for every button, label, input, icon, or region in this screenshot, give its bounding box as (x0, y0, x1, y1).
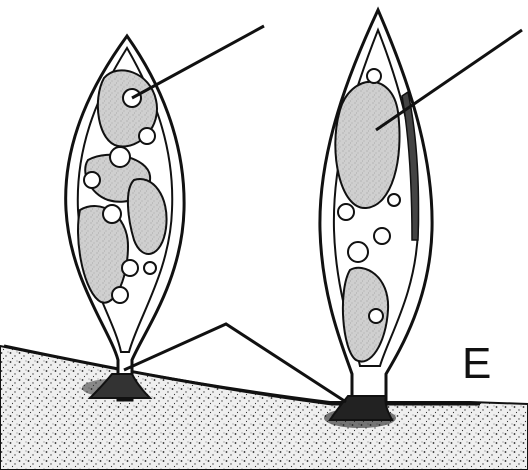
left-cell-vacuole (122, 260, 138, 276)
left-cell-vacuole (103, 205, 121, 223)
left-cell-vacuole (139, 128, 155, 144)
right-cell-vacuole (348, 242, 368, 262)
left-cell-vacuole (144, 262, 156, 274)
left-cell-vacuole (84, 172, 100, 188)
right-cell-vacuole (388, 194, 400, 206)
left-cell-vacuole (110, 147, 130, 167)
right-cell-holdfast (330, 396, 392, 420)
left-cell (66, 36, 184, 400)
right-cell (320, 10, 432, 420)
substrate-ground (0, 346, 528, 470)
right-cell-vacuole (367, 69, 381, 83)
leader-line-left-vacuole (132, 26, 264, 98)
panel-letter: E (462, 342, 491, 386)
right-cell-vacuole (338, 204, 354, 220)
left-cell-vacuole (112, 287, 128, 303)
right-cell-vacuole (374, 228, 390, 244)
right-cell-vacuole (369, 309, 383, 323)
right-cell-cytoplasm-upper (335, 82, 399, 208)
